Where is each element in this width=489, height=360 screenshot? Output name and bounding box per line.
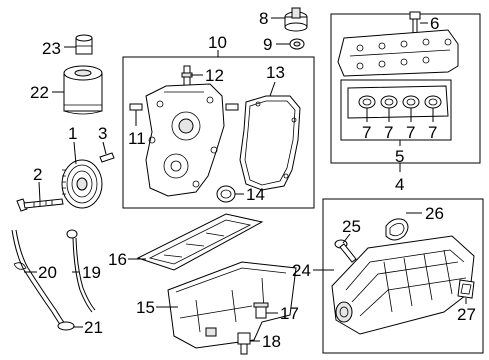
callout-13: 13 — [266, 63, 285, 82]
callout-11: 11 — [128, 129, 146, 148]
callout-24: 24 — [292, 261, 311, 280]
filler-cap-seal-part[interactable] — [289, 38, 305, 50]
callout-26: 26 — [425, 204, 444, 223]
callout-5: 5 — [395, 147, 404, 166]
callout-21: 21 — [84, 318, 103, 337]
oil-pan-part[interactable] — [167, 261, 297, 349]
damper-bolt-part[interactable] — [16, 198, 64, 212]
timing-cover-gasket-part[interactable] — [239, 95, 301, 191]
manifold-sensor-part[interactable] — [334, 239, 357, 263]
callout-25: 25 — [342, 217, 361, 236]
callout-4: 4 — [395, 175, 404, 194]
front-crank-seal-part[interactable] — [216, 185, 236, 203]
valve-cover-group-box — [330, 13, 481, 164]
callout-15: 15 — [136, 298, 155, 317]
callout-12: 12 — [205, 66, 224, 85]
oil-pan-gasket-part[interactable] — [136, 213, 264, 271]
dipstick-tube-part[interactable] — [11, 229, 69, 331]
callout-20: 20 — [38, 263, 57, 282]
callout-17: 17 — [280, 304, 299, 323]
callout-27: 27 — [457, 305, 476, 324]
drain-plug-part[interactable] — [253, 302, 269, 319]
leader-line-13 — [269, 81, 276, 97]
callout-9: 9 — [263, 35, 272, 54]
callout-14: 14 — [246, 185, 265, 204]
oil-dipstick-part[interactable] — [66, 229, 96, 313]
callout-2: 2 — [33, 165, 42, 184]
callout-6: 6 — [430, 14, 439, 33]
callout-7d: 7 — [428, 123, 437, 142]
manifold-gasket-part[interactable] — [457, 279, 475, 299]
callout-22: 22 — [30, 83, 49, 102]
callout-23: 23 — [42, 39, 61, 58]
timing-cover-stud-part[interactable] — [181, 65, 193, 87]
oil-filter-part[interactable] — [63, 65, 103, 115]
callout-16: 16 — [108, 250, 127, 269]
valve-cover-gasket-subgroup-box — [340, 79, 452, 141]
intake-manifold-group-box — [322, 198, 484, 354]
valve-cover-bolt-part[interactable] — [409, 11, 421, 34]
oil-filler-cap-part[interactable] — [284, 7, 308, 32]
callout-8: 8 — [259, 9, 268, 28]
throttle-body-gasket-part[interactable] — [385, 218, 409, 241]
oil-filter-adapter-part[interactable] — [75, 34, 93, 55]
callout-19: 19 — [82, 263, 101, 282]
leader-line-2 — [38, 181, 41, 202]
callout-7b: 7 — [384, 123, 393, 142]
callout-3: 3 — [98, 124, 107, 143]
valve-cover-gasket-part[interactable] — [347, 85, 449, 119]
leader-line-1 — [73, 141, 77, 165]
callout-7a: 7 — [362, 123, 371, 142]
callout-18: 18 — [262, 332, 281, 351]
dipstick-tube-oring-part[interactable] — [57, 321, 75, 331]
timing-cover-part[interactable] — [145, 83, 225, 197]
valve-cover-part[interactable] — [337, 29, 459, 77]
spark-plug-tube-seal-part[interactable] — [358, 95, 442, 109]
crankshaft-key-part[interactable] — [99, 152, 115, 163]
callout-7c: 7 — [406, 123, 415, 142]
intake-manifold-part[interactable] — [331, 235, 475, 335]
leader-line-3 — [102, 141, 107, 155]
callout-10: 10 — [208, 33, 227, 52]
crankshaft-pulley-part[interactable] — [61, 159, 103, 209]
oil-pan-bolt-part[interactable] — [237, 332, 251, 355]
callout-1: 1 — [68, 124, 77, 143]
leader-line-25 — [342, 233, 351, 244]
